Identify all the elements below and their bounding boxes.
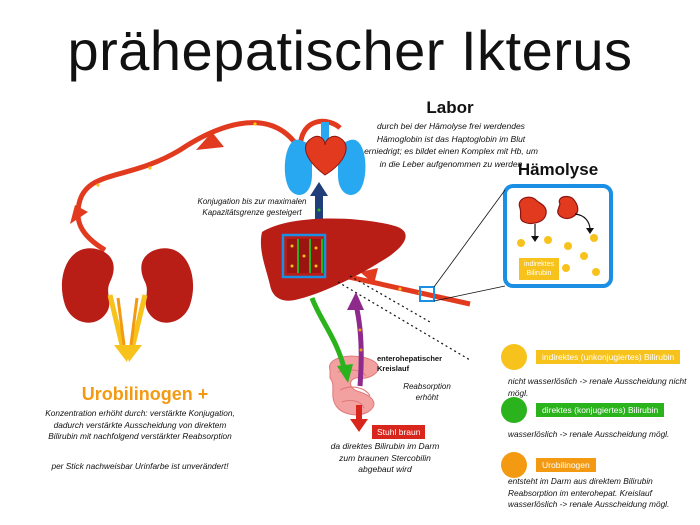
- legend-dot-direct: [501, 397, 527, 423]
- vessel-dot: [148, 166, 151, 169]
- legend-dot-urobilinogen: [501, 452, 527, 478]
- legend-text-indirect: nicht wasserlöslich -> renale Ausscheidu…: [508, 376, 688, 399]
- stool-badge: Stuhl braun: [372, 425, 425, 439]
- stool-description: da direktes Bilirubin im Darm zum braune…: [325, 441, 445, 476]
- bilirubin-dot: [562, 264, 570, 272]
- bilirubin-dot: [592, 268, 600, 276]
- haemolyse-title: Hämolyse: [508, 160, 608, 180]
- indirect-bilirubin-label: indirektes Bilirubin: [519, 258, 559, 280]
- vessel-arrow-upper: [196, 132, 224, 150]
- bilirubin-dot: [544, 236, 552, 244]
- labor-title: Labor: [390, 98, 510, 118]
- ureters-icon: [110, 295, 145, 362]
- enterohepatic-label: enterohepatischer Kreislauf: [377, 354, 467, 373]
- reabsorption-label: Reabsorption erhöht: [392, 381, 462, 403]
- legend-text-direct: wasserlöslich -> renale Ausscheidung mög…: [508, 429, 688, 441]
- urobilinogen-title: Urobilinogen +: [45, 384, 245, 405]
- urobilinogen-note: per Stick nachweisbar Urinfarbe ist unve…: [40, 461, 240, 473]
- hepatocyte-detail-box: [283, 235, 325, 277]
- vessel-dot: [253, 122, 256, 125]
- blood-vessel-from-spleen: [340, 275, 470, 304]
- legend-dot-indirect: [501, 344, 527, 370]
- kidneys-icon: [62, 248, 193, 322]
- bilirubin-dot: [580, 252, 588, 260]
- pointer-line: [350, 276, 430, 322]
- legend-badge-urobilinogen: Urobilinogen: [536, 458, 596, 472]
- vessel-dot: [398, 287, 401, 290]
- conjugation-note: Konjugation bis zur maximalen Kapazitäts…: [192, 196, 312, 218]
- intestine-icon: [330, 356, 379, 415]
- urobilinogen-description: Konzentration erhöht durch: verstärkte K…: [40, 408, 240, 443]
- bilirubin-dot: [590, 234, 598, 242]
- bilirubin-dot: [517, 239, 525, 247]
- legend-text-urobilinogen: entsteht im Darm aus direktem Bilirubin …: [508, 476, 688, 511]
- zoom-connector: [434, 286, 505, 301]
- legend-badge-direct: direktes (konjugiertes) Bilirubin: [536, 403, 664, 417]
- bilirubin-dot: [564, 242, 572, 250]
- vessel-dot: [96, 183, 99, 186]
- legend-badge-indirect: indirektes (unkonjugiertes) Bilirubin: [536, 350, 680, 364]
- zoom-connector: [434, 190, 505, 287]
